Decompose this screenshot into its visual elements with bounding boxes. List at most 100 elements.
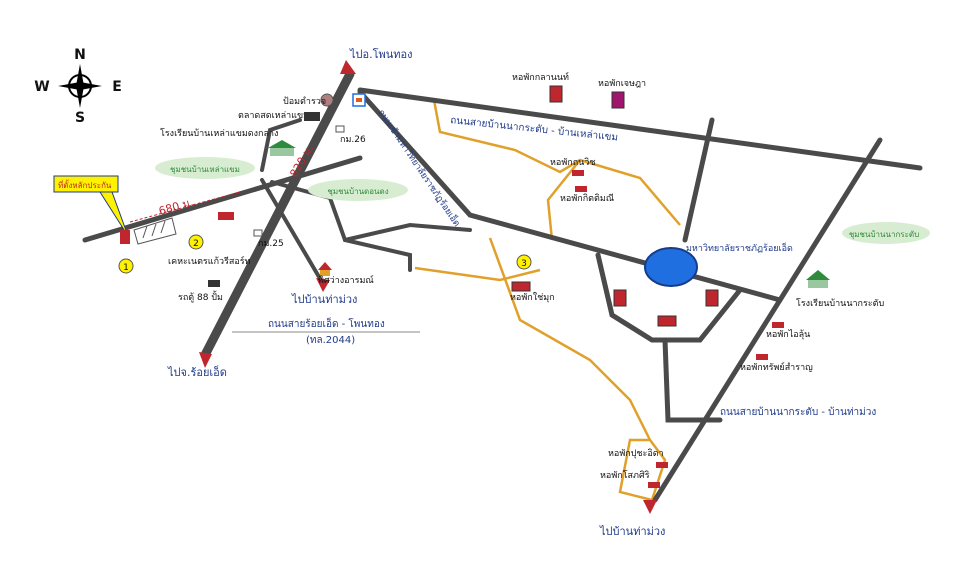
road-roiet-phonthong <box>200 69 355 360</box>
dorm-kanwit-label: หอพักถนวิช <box>550 157 595 168</box>
school-na-krasaeng-label: โรงเรียนบ้านนากระตับ <box>796 298 884 309</box>
dorm-pucha-label: หอพักปุชะอิดา <box>608 448 664 459</box>
community-don-dong-cloud <box>308 179 408 201</box>
university-label: มหาวิทยาลัยราชภัฏร้อยเอ็ด <box>686 241 793 254</box>
community-laem-label: ชุมชนบ้านเหล่าแขม <box>170 165 240 174</box>
label-road-number: (ทล.2044) <box>306 335 355 346</box>
road-na-krasaeng-tha-muang <box>652 137 883 503</box>
community-don-dong: ชุมชนบ้านดอนดง <box>308 179 408 201</box>
property-lot <box>120 217 177 245</box>
property-stripe-2 <box>151 223 157 237</box>
village-label: เคหะเนตรแก้วรีสอร์ท <box>168 255 251 267</box>
property-outline <box>133 217 177 245</box>
landmark-dorm-pucha: หอพักปุชะอิดา <box>608 448 668 468</box>
landmark-school-laem: โรงเรียนบ้านเหล่าแขมดงกลาง <box>160 128 296 156</box>
arrow-down-tha-muang-south <box>643 500 657 514</box>
label-to-roi-et: ไปจ.ร้อยเอ็ด <box>167 365 227 379</box>
property-pin <box>120 230 130 244</box>
police-box-icon <box>320 93 334 107</box>
arrow-down-roi-et <box>199 352 212 368</box>
property-stripe-3 <box>160 220 166 234</box>
distance-680-line <box>129 191 241 223</box>
marker-3-text: 3 <box>521 259 527 269</box>
road-west-branch <box>82 155 363 243</box>
police-box-label: ป้อมตำรวจ <box>283 96 326 107</box>
compass-rose: N S E W <box>34 47 122 126</box>
road-arrows <box>199 60 657 514</box>
dorm-wichaya-label: หอพักเจษฎา <box>598 79 646 89</box>
label-road-na-krasaeng-tha-muang: ถนนสายบ้านนากระตับ - บ้านท่าม่วง <box>720 406 876 418</box>
landmark-km26-sign <box>335 125 345 133</box>
arrow-down-tha-muang-west <box>316 278 330 292</box>
label-to-phon-thong: ไปอ.โพนทอง <box>349 47 413 61</box>
landmark-km25-sign <box>253 229 263 237</box>
market-label: ตลาดสดเหล่าแขม <box>238 111 309 121</box>
compass-south: S <box>75 110 85 126</box>
marker-3 <box>516 254 532 270</box>
community-na-krasaeng-label: ชุมชนบ้านนากระตับ <box>849 230 919 239</box>
landmark-village: เคหะเนตรแก้วรีสอร์ท <box>168 212 251 267</box>
dorm-sapsamran-label: หอพักทรัพย์สำราญ <box>740 361 813 373</box>
numbered-markers: 1 2 3 <box>118 234 532 274</box>
landmark-van: รถตู้ 88 ปั้ม <box>178 280 223 303</box>
landmark-dorm-klanan: หอพักกลานนท์ <box>512 71 569 103</box>
road-market <box>260 118 302 172</box>
dorm-kanwit-icon <box>572 170 584 176</box>
school-laem-label: โรงเรียนบ้านเหล่าแขมดงกลาง <box>160 128 278 139</box>
label-road-roiet-phonthong: ถนนสายร้อยเอ็ด - โพนทอง <box>268 316 385 330</box>
landmark-market: ตลาดสดเหล่าแขม <box>238 111 320 121</box>
main-roads <box>82 69 923 503</box>
dorm-sapsamran-icon <box>756 354 768 360</box>
campus-building-2 <box>705 289 719 307</box>
campus-buildings <box>613 289 719 327</box>
callout-text: ที่ตั้งหลักประกัน <box>58 179 112 190</box>
road-local-mid <box>343 222 472 242</box>
temple-base <box>320 270 330 276</box>
dorm-kittamanee-icon <box>575 186 587 192</box>
road-campus-loop <box>595 252 743 343</box>
van-label: รถตู้ 88 ปั้ม <box>178 290 223 303</box>
landmark-dorm-kittamanee: หอพักกิตติมณี <box>560 186 614 204</box>
dorm-wichaya-icon <box>611 91 625 109</box>
label-to-tha-muang-south: ไปบ้านท่าม่วง <box>599 525 665 538</box>
community-na-krasaeng-cloud <box>842 222 930 244</box>
community-don-dong-label: ชุมชนบ้านดอนดง <box>327 187 388 196</box>
dorm-chaimuk-icon <box>511 281 531 292</box>
temple-label: พิศว่างอารมณ์ <box>318 274 374 286</box>
school-na-krasaeng-building <box>808 280 828 288</box>
km25-sign-icon <box>253 229 263 237</box>
store-icon-band <box>356 98 362 102</box>
school-laem-roof <box>268 140 296 148</box>
compass-ew-needle <box>58 82 102 90</box>
dorm-klanan-label: หอพักกลานนท์ <box>512 71 569 83</box>
collateral-callout: ที่ตั้งหลักประกัน <box>53 175 129 237</box>
community-laem: ชุมชนบ้านเหล่าแขม <box>155 157 255 179</box>
dorm-kittamanee-label: หอพักกิตติมณี <box>560 193 614 204</box>
dorm-soksiri-icon <box>648 482 660 488</box>
school-na-krasaeng-roof <box>806 270 830 280</box>
callout-pointer <box>99 191 129 237</box>
dorm-olan-icon <box>772 322 784 328</box>
marker-2-text: 2 <box>193 239 199 249</box>
landmark-police-box: ป้อมตำรวจ <box>283 93 334 107</box>
minor-road-south <box>488 237 652 441</box>
temple-roof <box>318 262 332 270</box>
village-icon <box>218 212 234 220</box>
property-stripe-1 <box>142 225 148 239</box>
minor-road-north <box>432 99 681 226</box>
market-icon <box>304 112 320 121</box>
compass-west: W <box>34 79 49 95</box>
landmark-7eleven <box>352 93 366 107</box>
landmark-dorm-chaimuk: หอพักใช่มุก <box>510 281 555 303</box>
university-lake <box>644 247 698 287</box>
landmark-dorm-wichaya: หอพักเจษฎา <box>598 79 646 109</box>
dorm-soksiri-label: หอพักโสภศิริ <box>600 470 650 481</box>
dorm-chaimuk-label: หอพักใช่มุก <box>510 292 555 303</box>
road-campus-south <box>662 337 723 423</box>
minor-roads <box>414 99 681 502</box>
marker-1 <box>118 258 134 274</box>
marker-1-text: 1 <box>123 263 129 273</box>
community-laem-cloud <box>155 157 255 179</box>
minor-road-loop-south <box>618 438 667 502</box>
